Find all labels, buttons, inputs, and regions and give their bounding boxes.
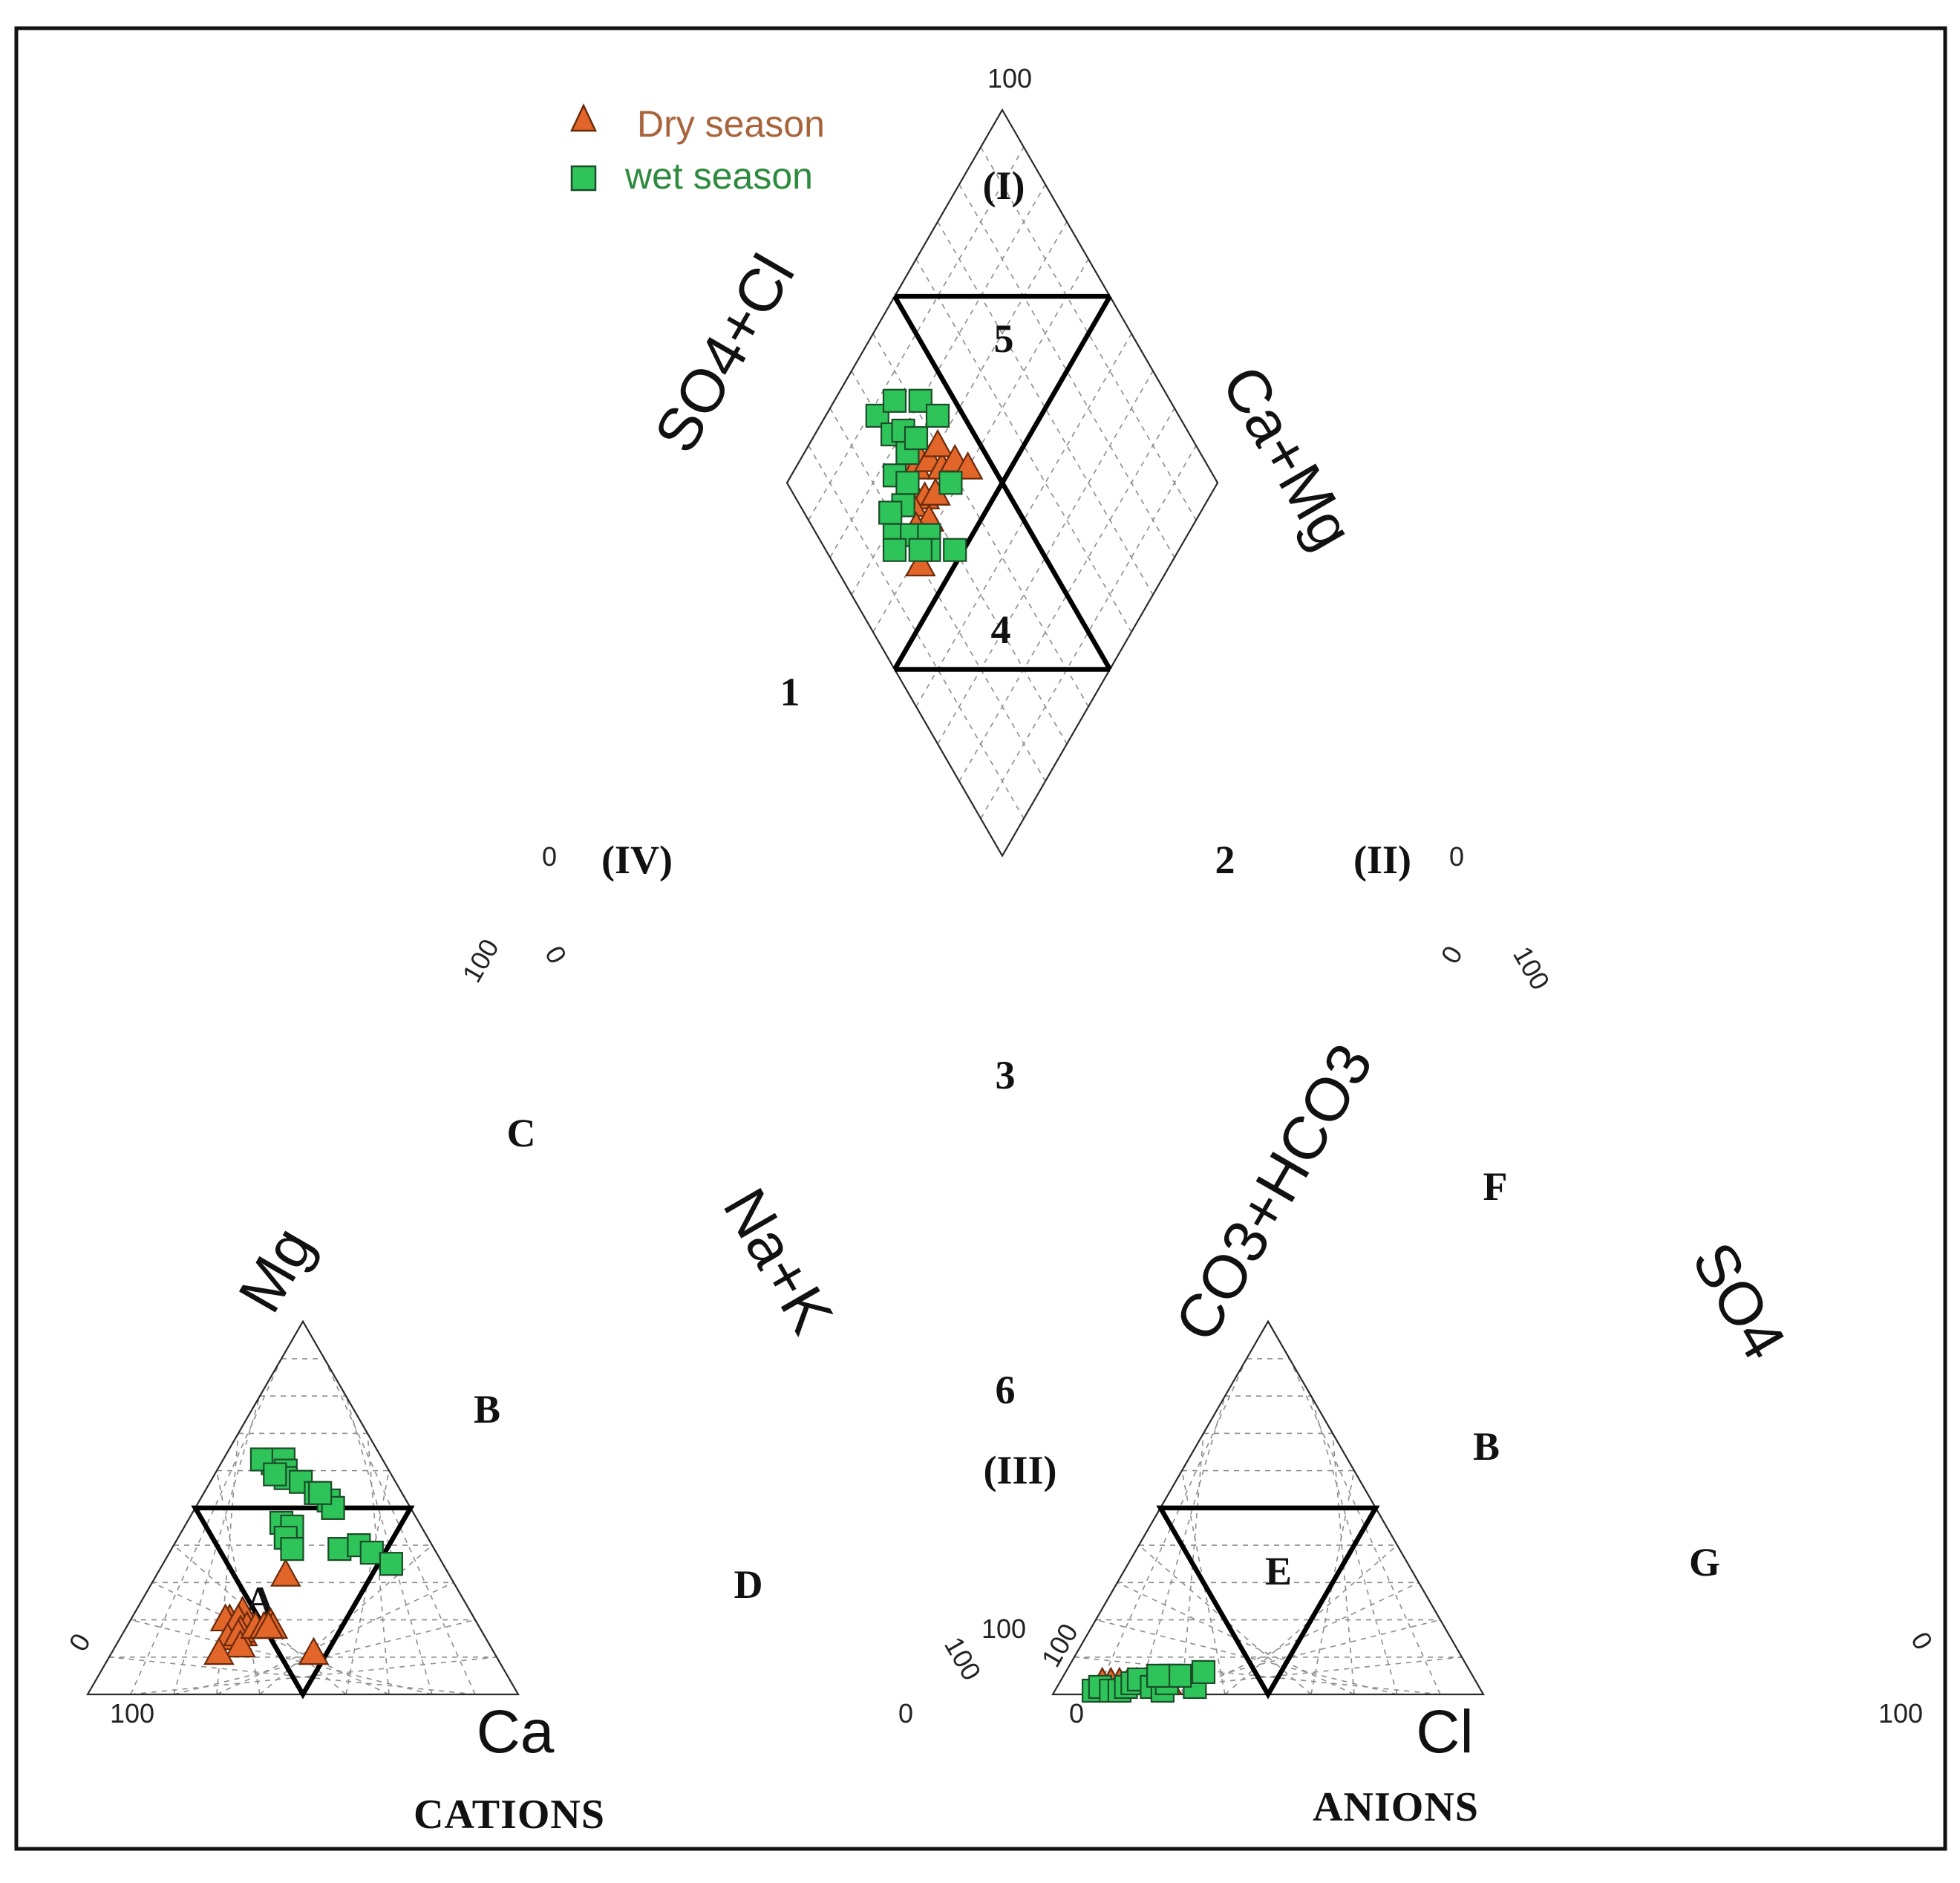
anions-title: ANIONS	[1313, 1784, 1479, 1830]
anion-zone-G: G	[1689, 1540, 1720, 1585]
cation-triangle-gridline	[216, 1582, 454, 1695]
wet-season-cation-point	[359, 1541, 384, 1565]
zone-label-I: (I)	[983, 163, 1025, 208]
wet-season-diamond-point	[925, 403, 950, 428]
diamond-diagonal-boundary	[892, 295, 1112, 671]
zone-label-III: (III)	[983, 1448, 1056, 1492]
cation-triangle-gridline	[173, 1544, 347, 1695]
cation-zone-B: B	[474, 1387, 500, 1432]
axis-label-ca: Ca	[477, 1698, 555, 1766]
wet-season-diamond-point	[904, 425, 929, 451]
zone-label-2: 2	[1215, 838, 1235, 882]
anion-zone-B: B	[1473, 1424, 1500, 1469]
wet-season-cation-point	[263, 1462, 287, 1487]
anion-triangle-gridline	[1181, 1433, 1204, 1695]
cation-triangle-gridline	[130, 1656, 497, 1695]
zone-label-II: (II)	[1353, 838, 1411, 882]
dry-season-cation-point	[298, 1636, 330, 1665]
legend-triangle-icon	[570, 103, 597, 132]
zone-label-6: 6	[996, 1368, 1016, 1412]
cation-triangle-gridline	[151, 1582, 390, 1695]
axis-label-cl: Cl	[1416, 1698, 1473, 1766]
wet-season-anion-point	[1167, 1663, 1192, 1688]
wet-season-diamond-point	[878, 500, 903, 525]
wet-season-cation-point	[280, 1537, 304, 1561]
dry-season-cation-point	[225, 1629, 256, 1658]
legend: Dry season wet season	[570, 103, 825, 197]
cation-right-tick-0: 0	[898, 1698, 913, 1729]
wet-season-cation-point	[379, 1552, 403, 1576]
legend-dry-season: Dry season	[637, 103, 825, 145]
anion-right-tick-100: 100	[1878, 1698, 1923, 1729]
wet-season-anion-point	[1146, 1663, 1171, 1688]
wet-season-diamond-point	[882, 538, 907, 562]
anion-triangle-gridline	[1095, 1358, 1247, 1695]
wet-season-cation-point	[308, 1481, 333, 1505]
anion-triangle-gridline	[1289, 1358, 1441, 1695]
zone-label-1: 1	[780, 670, 800, 714]
zone-label-5: 5	[994, 316, 1014, 361]
wet-season-diamond-point	[943, 538, 967, 562]
anion-zone-boundary	[1156, 1505, 1380, 1700]
wet-season-anion-point	[1191, 1660, 1216, 1684]
dry-season-cation-point	[203, 1636, 235, 1665]
dry-season-cation-point	[252, 1610, 284, 1639]
wet-season-diamond-point	[882, 388, 907, 413]
cation-triangle-gridline	[130, 1358, 282, 1695]
dry-season-diamond-point	[904, 548, 936, 577]
cation-triangle-gridline	[259, 1544, 433, 1695]
dry-season-diamond-point	[922, 428, 953, 457]
data-points-layer	[203, 388, 1216, 1703]
diamond-bottom-tick: 100	[981, 1613, 1026, 1644]
anion-triangle-gridline	[1224, 1544, 1398, 1695]
zone-boundary-layer	[191, 293, 1380, 1700]
anion-triangle-gridline	[1095, 1656, 1463, 1695]
legend-square-icon	[570, 165, 597, 192]
wet-season-diamond-point	[908, 538, 932, 562]
diamond-right-tick: 0	[1449, 841, 1464, 872]
legend-wet-season: wet season	[624, 155, 813, 197]
zone-label-3: 3	[996, 1053, 1016, 1097]
diamond-outline	[785, 108, 1219, 858]
cation-zone-boundary	[191, 1505, 415, 1700]
diamond-top-tick: 100	[987, 63, 1032, 94]
anion-zone-E: E	[1265, 1549, 1292, 1593]
anion-left-tick-0: 0	[1069, 1698, 1084, 1729]
dry-season-cation-point	[270, 1558, 301, 1587]
cation-zone-D: D	[734, 1562, 763, 1607]
cation-triangle-gridline	[367, 1433, 390, 1695]
cations-title: CATIONS	[414, 1792, 605, 1838]
diamond-left-tick: 0	[542, 841, 557, 872]
anion-triangle-gridline	[1117, 1582, 1355, 1695]
cation-left-tick-100: 100	[110, 1698, 154, 1729]
anion-triangle-gridline	[1138, 1544, 1312, 1695]
figure-frame	[14, 26, 1947, 1851]
zone-label-IV: (IV)	[601, 838, 673, 882]
wet-season-diamond-point	[895, 471, 920, 495]
cation-zone-C: C	[507, 1111, 536, 1155]
wet-season-diamond-point	[938, 471, 963, 495]
anion-triangle-gridline	[1181, 1582, 1420, 1695]
anion-triangle-gridline	[1332, 1433, 1355, 1695]
anion-triangle-gridline	[1074, 1656, 1441, 1695]
cation-triangle-gridline	[108, 1656, 476, 1695]
cation-triangle-gridline	[324, 1358, 476, 1695]
zone-label-4: 4	[991, 607, 1011, 652]
anion-zone-F: F	[1483, 1164, 1508, 1209]
